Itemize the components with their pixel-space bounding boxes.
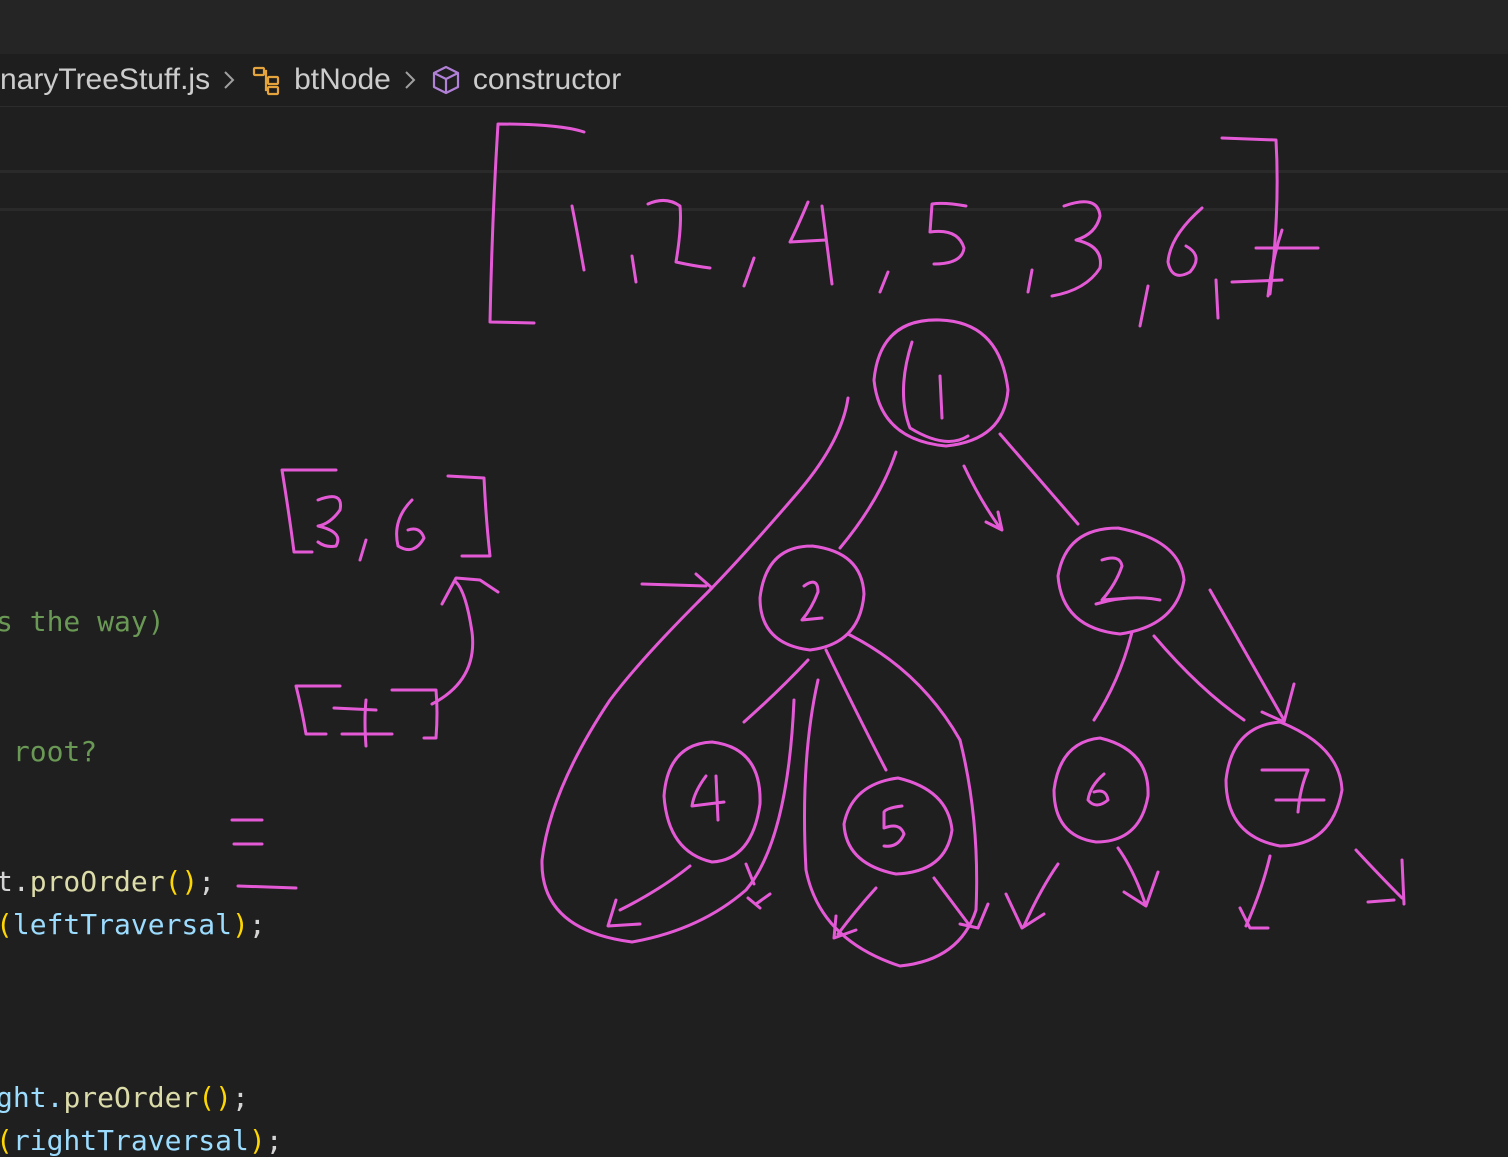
breadcrumb: naryTreeStuff.js btNode bbox=[0, 54, 1508, 107]
breadcrumb-class-label: btNode bbox=[294, 63, 391, 96]
ink-loop bbox=[803, 632, 979, 968]
ink-node-2-left bbox=[758, 544, 866, 652]
code-bracket: () bbox=[164, 865, 199, 898]
ink-array-top bbox=[488, 122, 1320, 328]
ink-node-4 bbox=[662, 740, 762, 864]
breadcrumb-member[interactable]: constructor bbox=[431, 63, 621, 97]
code-token: ; bbox=[232, 1081, 249, 1114]
ink-edge bbox=[742, 658, 810, 724]
ink-null-arrow bbox=[1354, 848, 1406, 906]
ink-node-6 bbox=[1052, 736, 1150, 844]
breadcrumb-file-label: naryTreeStuff.js bbox=[0, 63, 211, 96]
code-function: preOrder bbox=[63, 1081, 199, 1114]
ink-array-7 bbox=[294, 684, 439, 748]
tab-strip bbox=[0, 0, 1508, 54]
ink-null-arrow bbox=[606, 864, 692, 928]
breadcrumb-member-label: constructor bbox=[472, 63, 622, 96]
ink-edge bbox=[824, 648, 888, 772]
code-bracket: () bbox=[198, 1081, 233, 1114]
code-variable: leftTraversal bbox=[12, 908, 233, 941]
ink-null-arrow bbox=[1004, 862, 1060, 930]
divider bbox=[0, 208, 1508, 211]
code-token: ; bbox=[248, 908, 266, 941]
ink-mark bbox=[230, 818, 264, 846]
ink-null-arrow bbox=[744, 862, 772, 910]
ink-null-arrow bbox=[932, 876, 990, 930]
breadcrumb-file[interactable]: naryTreeStuff.js bbox=[0, 63, 210, 97]
code-function: proOrder bbox=[29, 865, 165, 898]
ink-edge bbox=[698, 396, 850, 602]
code-comment-line: s the way) bbox=[0, 605, 165, 638]
ink-loop bbox=[540, 598, 796, 944]
ink-arrow bbox=[1208, 588, 1296, 724]
code-comment-line: root? bbox=[0, 735, 98, 768]
divider bbox=[0, 170, 1508, 173]
ink-edge bbox=[998, 432, 1080, 526]
ink-node-7 bbox=[1224, 720, 1344, 848]
ink-arrow bbox=[962, 464, 1004, 532]
ink-arrow bbox=[640, 572, 714, 604]
ink-null-arrow bbox=[1116, 846, 1160, 908]
ink-node-5 bbox=[842, 776, 954, 876]
ink-edge bbox=[838, 450, 898, 550]
chevron-right-icon bbox=[403, 68, 417, 92]
ink-node-2-right bbox=[1056, 526, 1186, 636]
symbol-class-icon bbox=[250, 63, 284, 97]
ink-mark bbox=[236, 884, 298, 890]
code-bracket: ) bbox=[232, 908, 249, 941]
ink-null-arrow bbox=[1238, 854, 1272, 930]
code-variable: ght. bbox=[0, 1081, 64, 1114]
ink-node-1 bbox=[872, 318, 1010, 448]
ink-null-arrow bbox=[832, 886, 878, 940]
code-line: t.proOrder(); bbox=[0, 865, 215, 898]
ink-arrow bbox=[430, 576, 500, 706]
breadcrumb-class[interactable]: btNode bbox=[250, 63, 391, 97]
code-token: t. bbox=[0, 865, 30, 898]
code-bracket: ( bbox=[0, 908, 13, 941]
ink-array-3-6 bbox=[280, 468, 492, 562]
symbol-method-cube-icon bbox=[431, 64, 461, 96]
chevron-right-icon bbox=[222, 68, 236, 92]
code-token: ; bbox=[198, 865, 216, 898]
code-line: ght.preOrder(); bbox=[0, 1081, 249, 1114]
code-line: (leftTraversal); bbox=[0, 908, 266, 941]
ink-edge bbox=[1092, 630, 1134, 722]
ink-edge bbox=[1152, 634, 1246, 722]
